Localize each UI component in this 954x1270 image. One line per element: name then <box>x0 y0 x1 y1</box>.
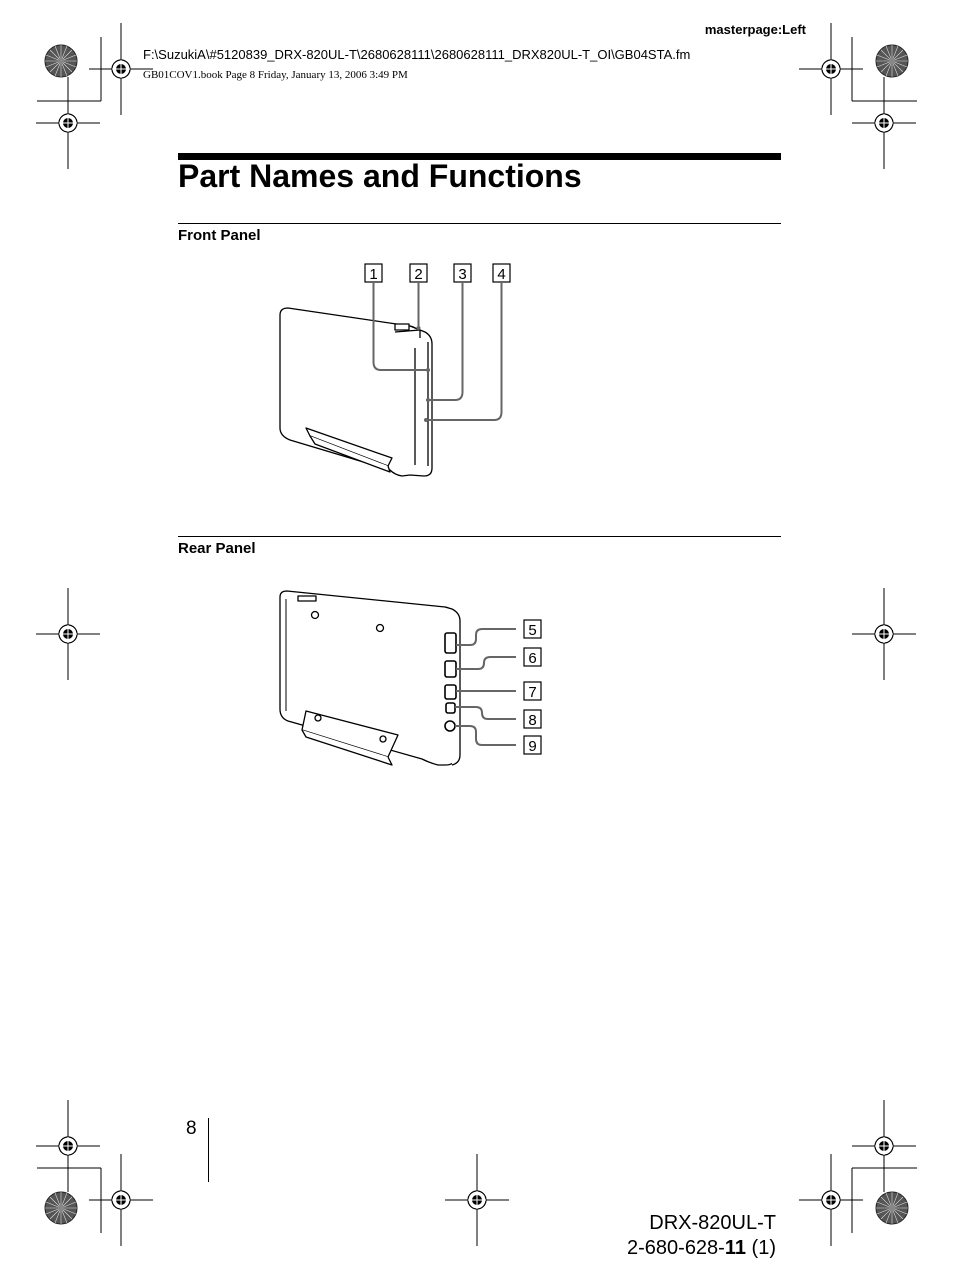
callout-label: 6 <box>528 650 536 667</box>
callout-box-7 <box>523 681 542 701</box>
book-info-line: GB01COV1.book Page 8 Friday, January 13,… <box>143 69 408 81</box>
callout-label: 2 <box>414 266 422 283</box>
rear-panel-illustration: 5 6 7 8 9 <box>279 590 542 766</box>
callout-label: 1 <box>369 266 377 283</box>
front-panel-rule <box>178 223 781 224</box>
part-code-bold: 11 <box>724 1237 746 1259</box>
callout-label: 8 <box>528 712 536 729</box>
page-number: 8 <box>186 1118 197 1139</box>
page-title: Part Names and Functions <box>178 158 582 194</box>
title-rule <box>178 153 781 160</box>
part-code: 2-680-628-11 (1) <box>560 1237 776 1260</box>
rear-panel-rule <box>178 536 781 537</box>
file-path: F:\SuzukiA\#5120839_DRX-820UL-T\26806281… <box>143 47 691 62</box>
page-number-rule <box>208 1118 209 1182</box>
callout-label: 3 <box>458 266 466 283</box>
callout-label: 5 <box>528 622 536 639</box>
masterpage-label: masterpage:Left <box>704 22 806 37</box>
callout-box-5 <box>523 619 542 639</box>
part-code-suffix: (1) <box>746 1237 776 1259</box>
model-name: DRX-820UL-T <box>649 1212 776 1234</box>
front-panel-illustration: 1 2 3 4 <box>279 263 511 477</box>
callout-box-9 <box>523 735 542 755</box>
callout-box-8 <box>523 709 542 729</box>
callout-label: 4 <box>497 266 505 283</box>
rear-panel-heading: Rear Panel <box>178 540 256 557</box>
callout-label: 7 <box>528 684 536 701</box>
callout-label: 9 <box>528 738 536 755</box>
front-panel-heading: Front Panel <box>178 227 261 244</box>
callout-box-6 <box>523 647 542 667</box>
part-code-prefix: 2-680-628- <box>627 1237 725 1259</box>
